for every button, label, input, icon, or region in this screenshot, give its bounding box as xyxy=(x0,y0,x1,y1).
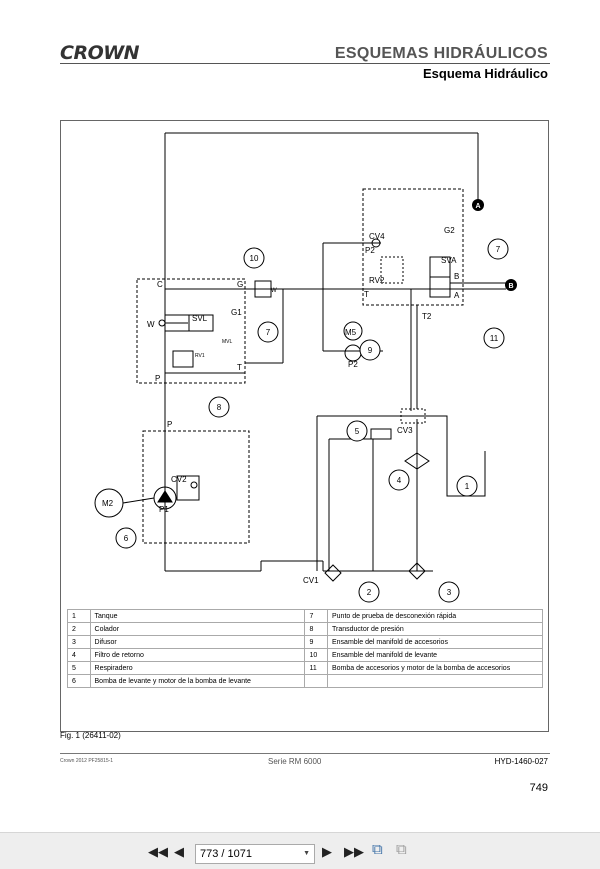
callout-11: 9 xyxy=(368,346,373,355)
label-t2: T2 xyxy=(422,312,432,321)
footer-series: Serie RM 6000 xyxy=(268,757,322,766)
label-p-left: P xyxy=(155,374,160,383)
label-cv2: CV2 xyxy=(171,475,187,484)
legend-number: 9 xyxy=(304,635,328,649)
callout-9: 11 xyxy=(490,334,499,343)
legend-description: Colador xyxy=(89,622,306,636)
last-page-icon[interactable]: ▶▶ xyxy=(344,844,364,859)
label-g: G xyxy=(237,280,243,289)
label-b: B xyxy=(454,272,459,281)
label-p2-top: P2 xyxy=(365,246,375,255)
label-m5: M5 xyxy=(345,328,357,337)
header-rule xyxy=(60,63,550,64)
first-page-icon[interactable]: ◀◀ xyxy=(148,844,168,859)
label-c: C xyxy=(157,280,163,289)
copy-page-disabled-icon[interactable]: ⧉ xyxy=(396,841,407,858)
label-t-left: T xyxy=(237,363,242,372)
copy-page-icon[interactable]: ⧉ xyxy=(372,841,383,858)
label-w-small: W xyxy=(271,288,277,294)
legend-description: Difusor xyxy=(89,635,306,649)
legend-number: 2 xyxy=(67,622,91,636)
figure-frame: A B 10 7 7 11 xyxy=(60,120,549,732)
footer-rule xyxy=(60,753,550,754)
label-sva: SVA xyxy=(441,256,457,265)
callout-3: 3 xyxy=(447,588,452,597)
page-field-value: 773 / 1071 xyxy=(200,848,252,860)
label-w: W xyxy=(147,320,155,329)
label-rv1: RV1 xyxy=(195,353,205,359)
section-subtitle: Esquema Hidráulico xyxy=(423,66,548,81)
previous-page-icon[interactable]: ◀ xyxy=(174,844,184,859)
legend-description: Ensamble del manifold de accesorios xyxy=(327,635,543,649)
label-cv1: CV1 xyxy=(303,576,319,585)
legend-number: 6 xyxy=(67,674,91,688)
callout-5: 5 xyxy=(355,427,360,436)
legend-description: Bomba de accesorios y motor de la bomba … xyxy=(327,661,543,675)
document-page: CROWN ESQUEMAS HIDRÁULICOS Esquema Hidrá… xyxy=(0,0,600,832)
callout-10: 8 xyxy=(217,403,222,412)
crown-logo: CROWN xyxy=(60,42,140,64)
legend-description: Respiradero xyxy=(89,661,306,675)
legend-number: 7 xyxy=(304,609,328,623)
callout-4: 4 xyxy=(397,476,402,485)
hydraulic-schematic: A B 10 7 7 11 xyxy=(94,132,517,603)
legend-description: Ensamble del manifold de levante xyxy=(327,648,543,662)
legend-description: Punto de prueba de desconexión rápida xyxy=(327,609,543,623)
callout-7a: 7 xyxy=(266,328,271,337)
label-mvl: MVL xyxy=(222,339,233,345)
callout-8: 10 xyxy=(250,254,259,263)
label-m2: M2 xyxy=(102,499,114,508)
figure-caption: Fig. 1 (26411-02) xyxy=(60,731,121,740)
legend-number xyxy=(304,674,328,688)
label-p-lower: P xyxy=(167,420,172,429)
callout-7b: 7 xyxy=(496,245,501,254)
legend-number: 4 xyxy=(67,648,91,662)
label-p2-pump: P2 xyxy=(348,360,358,369)
legend-number: 11 xyxy=(304,661,328,675)
label-g1: G1 xyxy=(231,308,242,317)
footer-doc-code: HYD-1460-027 xyxy=(494,757,548,766)
legend-number: 3 xyxy=(67,635,91,649)
legend-description xyxy=(327,674,543,688)
callout-2: 2 xyxy=(367,588,372,597)
legend-number: 10 xyxy=(304,648,328,662)
legend-description: Transductor de presión xyxy=(327,622,543,636)
label-g2: G2 xyxy=(444,226,455,235)
page-dropdown-icon[interactable]: ▼ xyxy=(303,850,310,857)
label-p1: P1 xyxy=(159,505,169,514)
label-cv3: CV3 xyxy=(397,426,413,435)
legend-number: 8 xyxy=(304,622,328,636)
page-number: 749 xyxy=(529,782,548,794)
next-page-icon[interactable]: ▶ xyxy=(322,844,332,859)
footer-copyright: Crown 2012 PF25815-1 xyxy=(60,758,114,764)
label-rv2: RV2 xyxy=(369,276,385,285)
callout-6: 6 xyxy=(124,534,129,543)
legend-description: Bomba de levante y motor de la bomba de … xyxy=(89,674,306,688)
callout-1: 1 xyxy=(465,482,470,491)
label-cv4: CV4 xyxy=(369,232,385,241)
viewer-toolbar: ◀◀ ◀ 773 / 1071 ▼ ▶ ▶▶ ⧉ ⧉ xyxy=(0,832,600,869)
legend-number: 1 xyxy=(67,609,91,623)
point-a-marker xyxy=(472,199,484,211)
legend-description: Tanque xyxy=(89,609,306,623)
legend-number: 5 xyxy=(67,661,91,675)
point-b-label: B xyxy=(508,283,513,290)
label-t: T xyxy=(364,290,369,299)
point-a-label: A xyxy=(475,203,480,210)
label-a: A xyxy=(454,291,460,300)
page-number-field[interactable]: 773 / 1071 ▼ xyxy=(195,844,315,864)
section-title: ESQUEMAS HIDRÁULICOS xyxy=(334,45,548,62)
label-svl: SVL xyxy=(192,314,208,323)
point-b-marker xyxy=(505,279,517,291)
legend-description: Filtro de retorno xyxy=(89,648,306,662)
